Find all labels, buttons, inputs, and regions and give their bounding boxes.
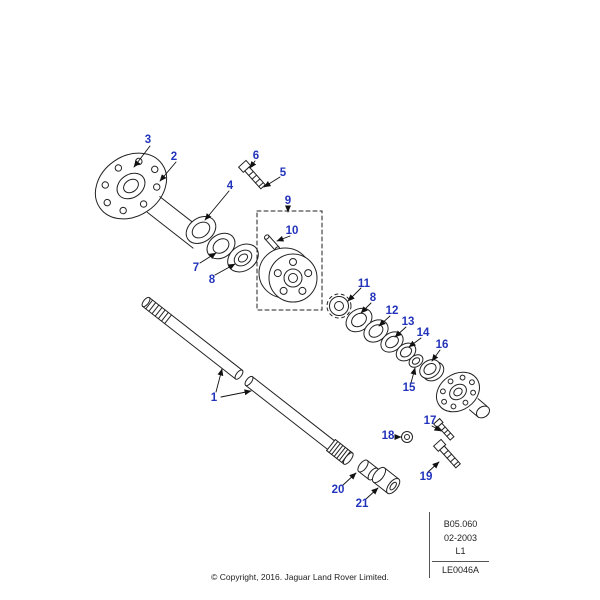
part-axle-shaft-upper (141, 296, 244, 380)
ref-date: 02-2003 (443, 532, 478, 543)
part-nut-16 (419, 359, 445, 382)
part-gasket (185, 216, 217, 244)
part-washer (401, 431, 413, 443)
part-bolt-upper (237, 159, 266, 190)
part-rear-flange (436, 371, 490, 419)
part-collar-20 (357, 459, 379, 481)
part-lock-washer (326, 293, 352, 319)
ref-drawing-number: B05.060 (443, 519, 478, 529)
leader-lines (133, 145, 442, 500)
part-spacer-15 (408, 354, 424, 368)
part-bolt-17 (432, 417, 455, 441)
part-axle-shaft-lower (244, 375, 354, 465)
ref-divider (432, 560, 489, 562)
part-collar-21 (371, 466, 401, 495)
copyright-text: © Copyright, 2016. Jaguar Land Rover Lim… (211, 572, 389, 582)
part-seal (206, 232, 236, 260)
part-bearing-rear (345, 307, 373, 333)
ref-code: LE0046A (441, 564, 480, 575)
ref-block: B05.060 02-2003 L1 LE0046A (429, 512, 491, 578)
part-hub (258, 247, 318, 303)
part-bolt-19 (432, 438, 461, 469)
ref-sheet: L1 (455, 546, 466, 556)
